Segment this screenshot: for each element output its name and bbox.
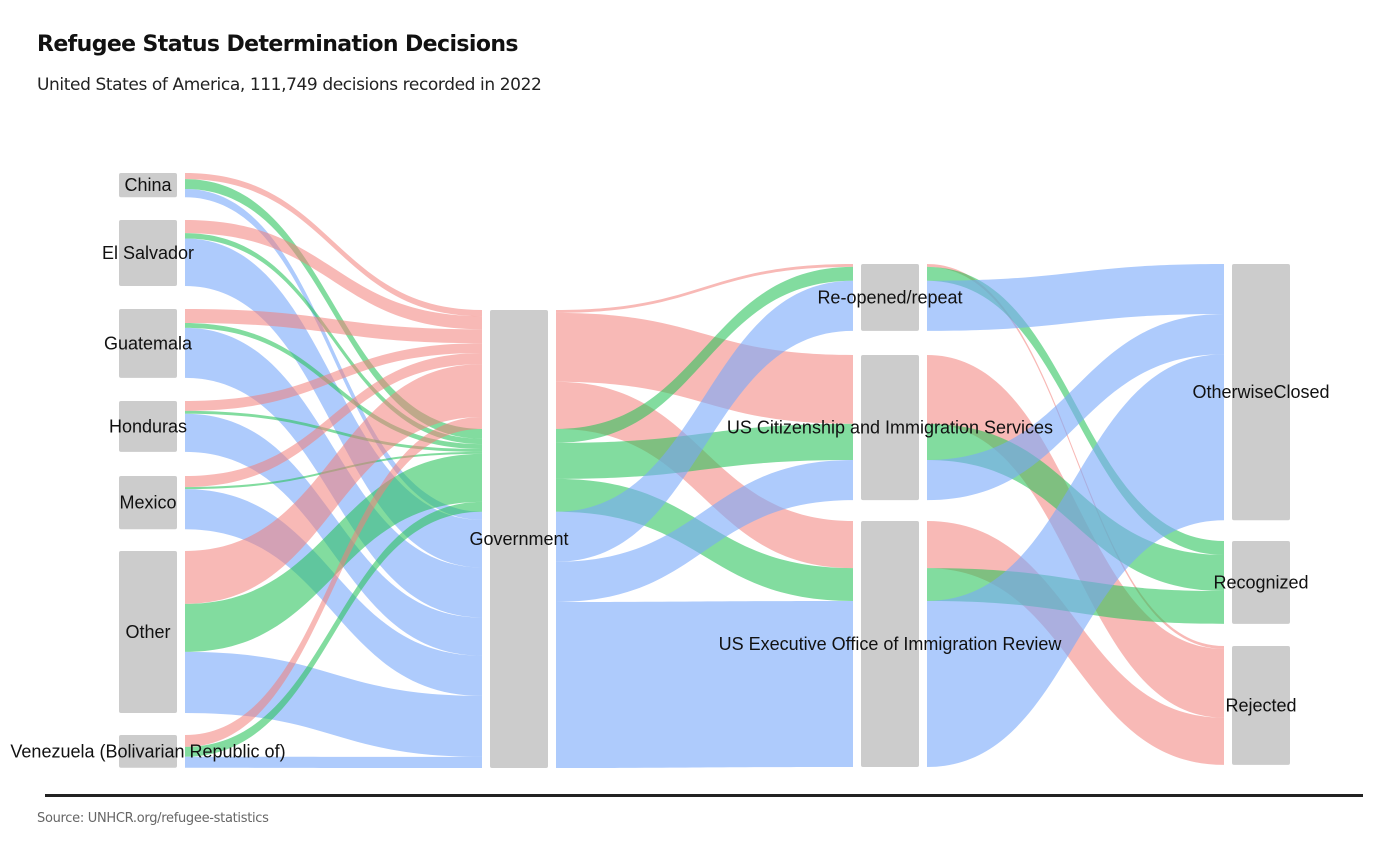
sankey-link-rejected bbox=[556, 381, 853, 569]
chart-subtitle: United States of America, 111,749 decisi… bbox=[37, 75, 542, 95]
node-label: Re-opened/repeat bbox=[817, 287, 962, 307]
sankey-link-rejected bbox=[185, 364, 482, 604]
node-label: OtherwiseClosed bbox=[1192, 382, 1329, 402]
sankey-link-rejected bbox=[556, 312, 853, 424]
sankey-node bbox=[861, 264, 919, 331]
sankey-link-recognized bbox=[185, 322, 482, 449]
node-label: Venezuela (Bolivarian Republic of) bbox=[10, 741, 285, 761]
sankey-link-rejected bbox=[185, 220, 482, 330]
sankey-link-otherwiseclosed bbox=[556, 280, 853, 562]
sankey-link-otherwiseclosed bbox=[556, 600, 853, 768]
sankey-link-otherwiseclosed bbox=[185, 188, 482, 520]
node-label: China bbox=[124, 175, 172, 195]
sankey-link-rejected bbox=[185, 173, 482, 317]
sankey-link-recognized bbox=[556, 266, 853, 443]
sankey-link-rejected bbox=[185, 309, 482, 344]
sankey-node bbox=[119, 551, 177, 713]
sankey-link-rejected bbox=[556, 264, 853, 313]
sankey-node bbox=[490, 310, 548, 768]
sankey-link-otherwiseclosed bbox=[185, 238, 482, 568]
links-layer bbox=[185, 173, 1224, 768]
sankey-link-recognized bbox=[185, 410, 482, 452]
sankey-node bbox=[861, 355, 919, 501]
source-note: Source: UNHCR.org/refugee-statistics bbox=[37, 811, 269, 826]
footer-divider bbox=[45, 794, 1363, 797]
sankey-link-recognized bbox=[556, 423, 853, 479]
sankey-node bbox=[119, 476, 177, 530]
sankey-link-recognized bbox=[185, 233, 482, 445]
node-label: Other bbox=[125, 622, 170, 642]
sankey-node bbox=[1232, 541, 1290, 624]
sankey-node bbox=[861, 521, 919, 768]
sankey-node bbox=[119, 401, 177, 452]
sankey-link-rejected bbox=[185, 417, 482, 747]
sankey-link-otherwiseclosed bbox=[927, 354, 1224, 768]
sankey-node bbox=[1232, 264, 1290, 521]
chart-title: Refugee Status Determination Decisions bbox=[37, 32, 519, 57]
node-label: Mexico bbox=[119, 493, 176, 513]
sankey-node bbox=[119, 735, 177, 768]
node-label: US Citizenship and Immigration Services bbox=[727, 418, 1053, 438]
sankey-link-recognized bbox=[185, 453, 482, 652]
sankey-link-otherwiseclosed bbox=[927, 314, 1224, 501]
node-label: Honduras bbox=[109, 416, 187, 436]
node-label: Guatemala bbox=[104, 333, 193, 353]
node-label: Government bbox=[469, 529, 568, 549]
sankey-node bbox=[119, 309, 177, 378]
sankey-node bbox=[1232, 646, 1290, 765]
sankey-link-otherwiseclosed bbox=[556, 459, 853, 602]
node-label: Rejected bbox=[1225, 695, 1296, 715]
node-label: Recognized bbox=[1213, 572, 1308, 592]
sankey-link-otherwiseclosed bbox=[185, 756, 482, 768]
sankey-link-rejected bbox=[185, 353, 482, 488]
sankey-link-recognized bbox=[185, 179, 482, 439]
node-label: El Salvador bbox=[102, 243, 194, 263]
sankey-link-otherwiseclosed bbox=[927, 264, 1224, 331]
sankey-link-rejected bbox=[185, 343, 482, 411]
sankey-node bbox=[119, 173, 177, 198]
sankey-node bbox=[119, 220, 177, 287]
sankey-link-rejected bbox=[927, 264, 1224, 649]
nodes-layer bbox=[119, 173, 1290, 768]
sankey-link-otherwiseclosed bbox=[185, 651, 482, 757]
sankey-link-recognized bbox=[185, 501, 482, 757]
node-label: US Executive Office of Immigration Revie… bbox=[719, 634, 1063, 654]
